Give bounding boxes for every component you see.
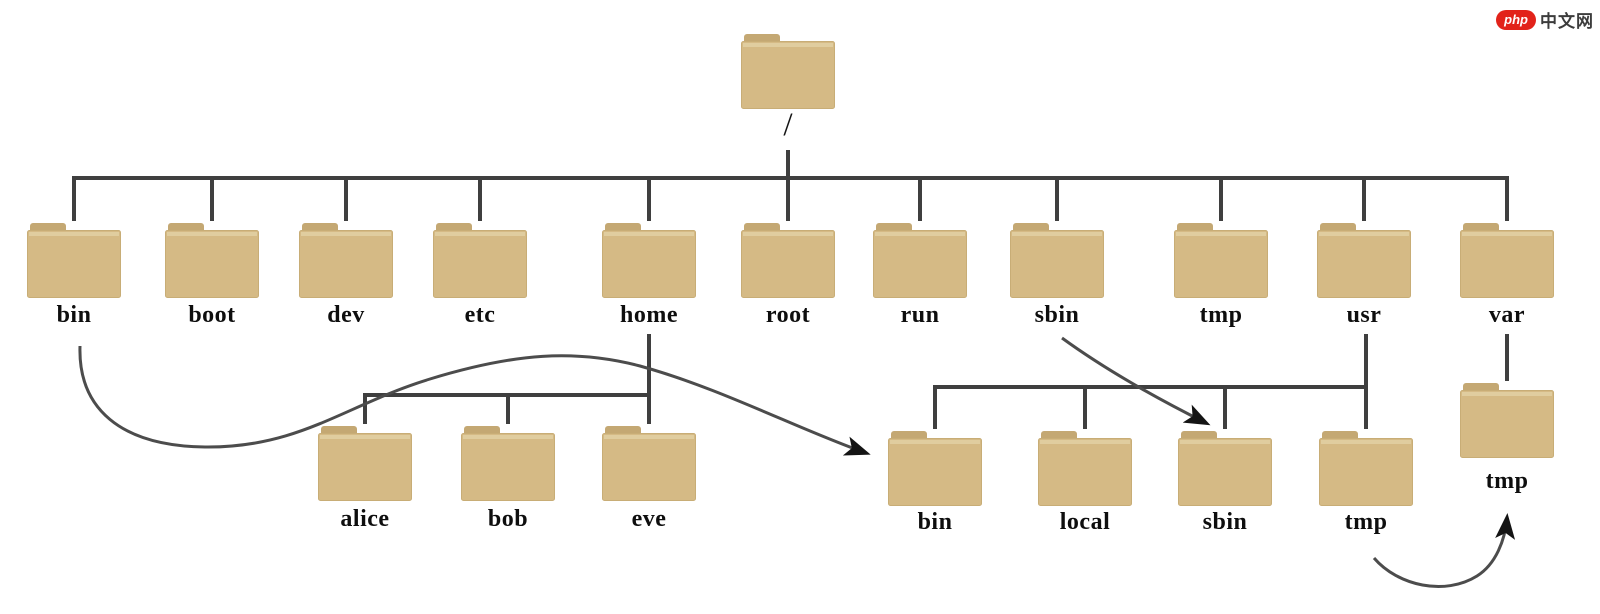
folder-label-usr: usr [1346,302,1382,328]
arrow-usr-tmp-to-var-tmp [1372,513,1516,588]
folder-node-etc: etc [433,222,527,328]
folder-node-run: run [873,222,967,328]
folder-icon [461,426,555,501]
folder-icon [602,223,696,298]
folder-label-etc: etc [464,302,496,328]
folder-icon [873,223,967,298]
folder-node-home-alice: alice [318,425,412,532]
tree-branch-line [363,393,649,424]
folder-node-sbin: sbin [1010,222,1104,328]
folder-node-usr-local: local [1038,430,1132,535]
folder-label-run: run [900,302,940,328]
folder-icon [318,426,412,501]
folder-icon [1178,431,1272,506]
folder-label-home-eve: eve [631,506,667,532]
folder-label-dev: dev [327,302,365,328]
folder-label-sbin: sbin [1034,302,1080,328]
folder-icon [741,223,835,298]
watermark-site-name: 中文网 [1540,12,1594,31]
folder-label-root: root [765,302,811,328]
folder-label-home-bob: bob [487,506,529,532]
folder-icon [741,34,835,109]
folder-node-root-directory: / [741,33,835,143]
folder-node-bin: bin [27,222,121,328]
watermark: php 中文网 [1496,7,1594,32]
folder-node-usr-tmp: tmp [1319,430,1413,535]
arrow-bin-to-usr-bin [78,345,871,456]
folder-node-home-eve: eve [602,425,696,532]
folder-node-usr-sbin: sbin [1178,430,1272,535]
folder-icon [299,223,393,298]
root-directory-label: / [783,107,793,143]
folder-node-var: var [1460,222,1554,328]
folder-label-boot: boot [188,302,236,328]
folder-icon [1174,223,1268,298]
folder-label-var-tmp: tmp [1485,468,1529,494]
folder-label-var: var [1488,302,1526,328]
folder-label-bin: bin [56,302,92,328]
folder-icon [1460,223,1554,298]
folder-icon [165,223,259,298]
folder-label-usr-bin: bin [917,509,953,535]
folder-node-tmp: tmp [1174,222,1268,328]
folder-label-tmp: tmp [1199,302,1243,328]
folder-node-var-tmp: tmp [1460,382,1554,494]
folder-label-usr-local: local [1059,509,1111,535]
folder-icon [1038,431,1132,506]
folder-node-dev: dev [299,222,393,328]
folder-node-root: root [741,222,835,328]
folder-icon [888,431,982,506]
folder-icon [1010,223,1104,298]
folder-node-boot: boot [165,222,259,328]
folder-icon [433,223,527,298]
tree-branch-line [933,385,1366,429]
folder-icon [602,426,696,501]
folder-node-home: home [602,222,696,328]
folder-label-usr-tmp: tmp [1344,509,1388,535]
folder-icon [1317,223,1411,298]
folder-node-usr-bin: bin [888,430,982,535]
folder-node-usr: usr [1317,222,1411,328]
folder-icon [1460,383,1554,458]
arrow-sbin-to-usr-sbin [1061,336,1211,426]
folder-icon [1319,431,1413,506]
folder-node-home-bob: bob [461,425,555,532]
folder-label-home: home [620,302,678,328]
php-logo-badge: php [1496,9,1536,30]
folder-icon [27,223,121,298]
folder-label-usr-sbin: sbin [1202,509,1248,535]
folder-label-home-alice: alice [340,506,390,532]
